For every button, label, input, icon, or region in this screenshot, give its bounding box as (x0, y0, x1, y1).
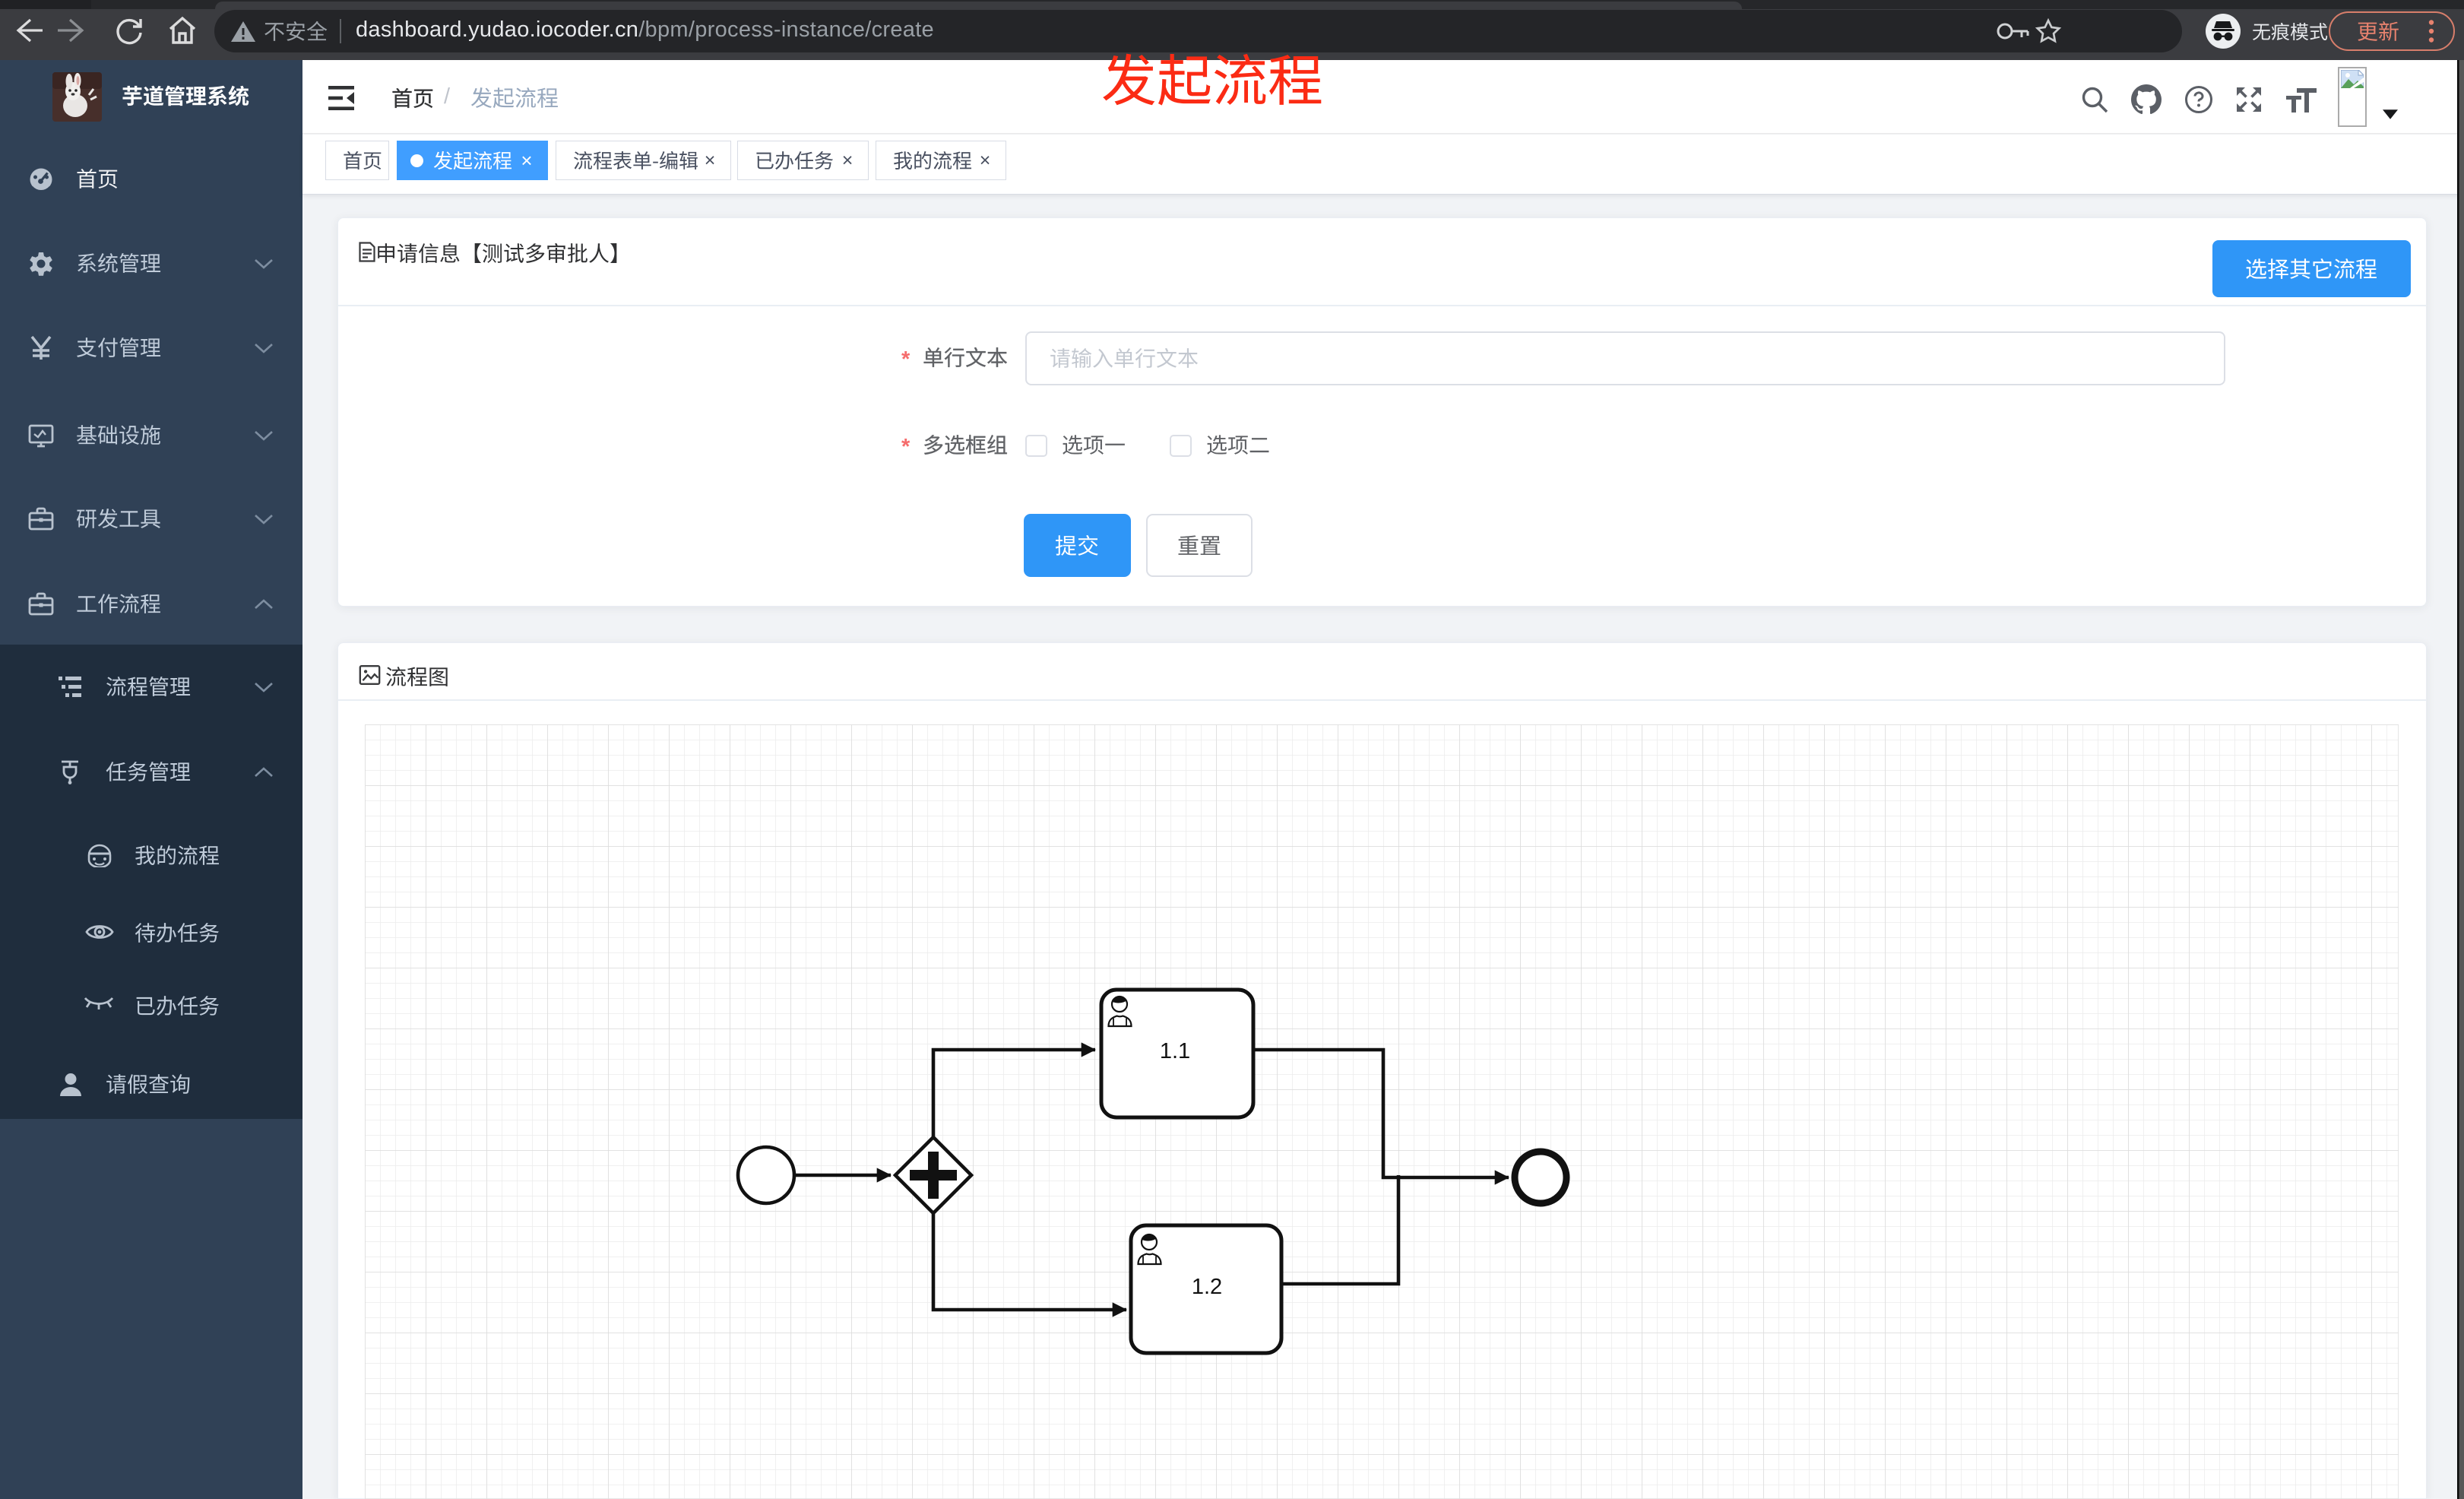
svg-text:1.1: 1.1 (1160, 1039, 1190, 1063)
svg-text:1.2: 1.2 (1192, 1275, 1222, 1299)
